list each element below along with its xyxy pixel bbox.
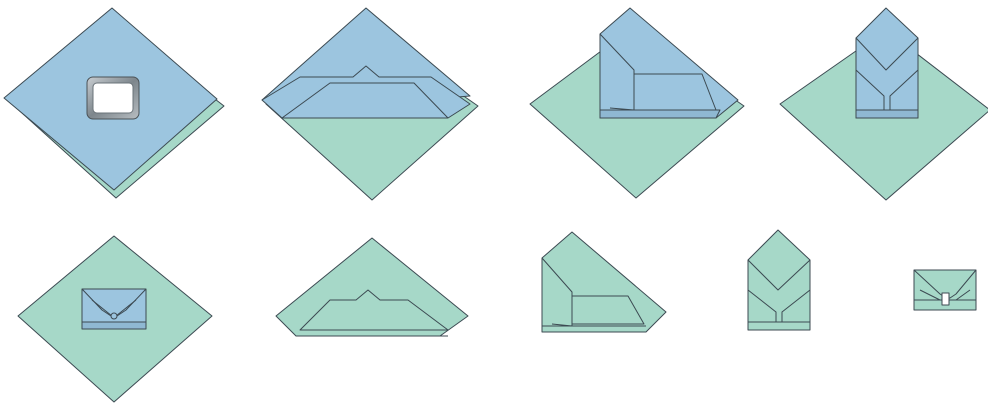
tuck-point <box>111 313 117 319</box>
step-3 <box>530 8 744 198</box>
indicator-tape <box>942 293 949 305</box>
instrument-tray <box>87 77 139 119</box>
tray-base <box>856 110 918 118</box>
step-1 <box>4 8 224 198</box>
step-2 <box>262 8 478 200</box>
step-7 <box>542 232 666 332</box>
step-8 <box>748 230 810 330</box>
tray-base <box>600 110 720 118</box>
step-4 <box>780 8 988 200</box>
inner-wrap-sheet <box>600 8 738 118</box>
step-9 <box>914 270 976 310</box>
step-6 <box>276 238 468 336</box>
outer-wrap-sheet <box>542 232 666 332</box>
step-5 <box>18 236 212 402</box>
inner-wrap-sheet <box>856 8 918 118</box>
tray-base <box>82 322 146 329</box>
outer-wrap-sheet <box>748 230 810 330</box>
